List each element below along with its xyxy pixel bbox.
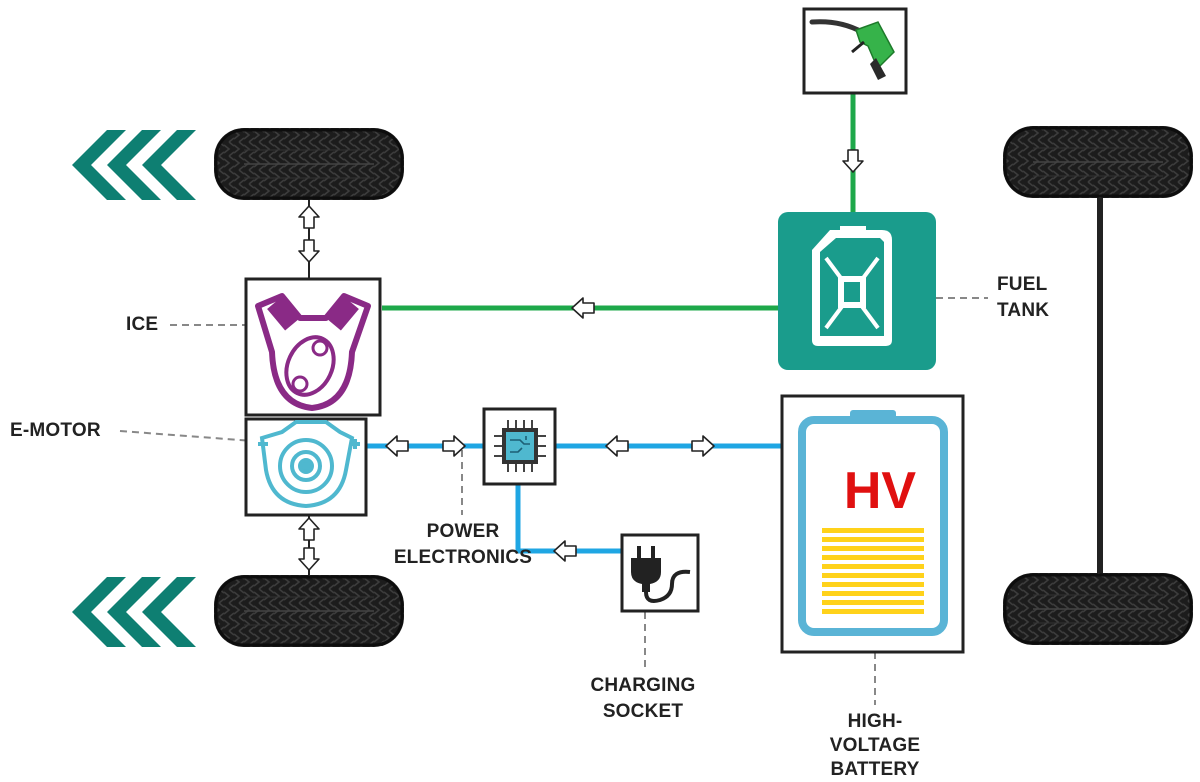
emotor-box [244,417,368,517]
label-hv-battery-line-3: BATTERY [830,759,920,780]
arrow-down [298,239,320,263]
fuel-pump-box [802,7,908,95]
label-hv-battery: HIGH- VOLTAGE BATTERY [812,710,938,782]
fuel-pump-nozzle-icon [809,19,895,80]
label-fuel-tank-line-1: FUEL [997,274,1048,295]
arrow-right [691,435,715,457]
engine-icon [255,293,371,411]
emotor-icon [258,420,360,509]
arrow-left [571,297,595,319]
arrow-left [385,435,409,457]
chip-icon [494,420,546,472]
ice-box [244,277,382,417]
tire-icon [212,573,406,649]
power-electronics-box [482,407,557,486]
battery-charge-bars [822,528,924,614]
chevron-left-icon [72,130,196,200]
label-hv-battery-line-2: VOLTAGE [829,735,921,756]
label-ice: ICE [126,314,159,335]
hv-mark: HV [844,462,917,520]
label-hv-battery-line-1: HIGH- [847,711,903,732]
arrow-left [553,540,577,562]
tire-icon [1001,124,1195,200]
charging-socket-box [620,533,700,613]
label-power-electronics-line-1: POWER [426,521,500,542]
arrow-left [605,435,629,457]
label-charging-socket: CHARGING SOCKET [580,673,706,725]
hv-battery-box: HV [780,394,965,654]
fuel-tank-box [778,212,936,370]
arrow-up [298,517,320,541]
battery-icon: HV [798,410,948,636]
chevron-left-icon [72,577,196,647]
label-charging-socket-line-2: SOCKET [602,701,684,722]
label-fuel-tank-line-2: TANK [997,300,1050,321]
arrow-up [298,205,320,229]
jerry-can-icon [812,226,892,346]
arrow-down [842,149,864,173]
label-fuel-tank: FUEL TANK [997,272,1049,324]
label-power-electronics-line-2: ELECTRONICS [393,547,533,568]
tire-icon [212,126,406,202]
arrow-down [298,547,320,571]
label-charging-socket-line-1: CHARGING [590,675,696,696]
label-emotor: E-MOTOR [10,420,101,441]
label-power-electronics: POWER ELECTRONICS [392,519,534,571]
electric-line-pe-socket [515,484,622,554]
tire-icon [1001,571,1195,647]
plug-icon [631,546,691,603]
